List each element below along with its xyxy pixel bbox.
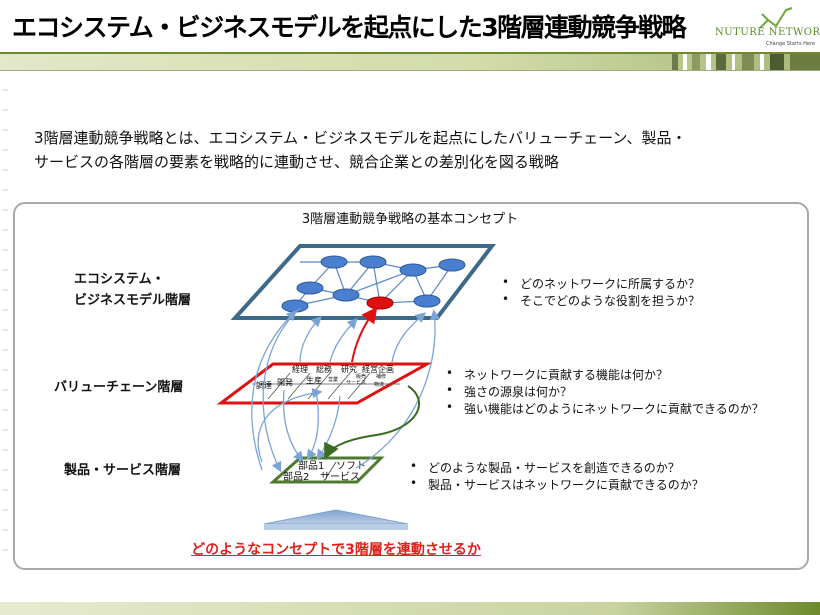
product-item-label: 部品1 (298, 459, 324, 472)
left-ruler-marks (2, 89, 8, 551)
question-item: ネットワークに貢献する機能は何か？ (444, 366, 764, 383)
vc-function-label: 経理 (292, 364, 308, 374)
product-item-label: サービス (320, 471, 360, 483)
concept-panel (13, 202, 809, 570)
product-item-label: 部品2 (283, 470, 309, 483)
value-chain-questions: ネットワークに貢献する機能は何か？ 強さの源泉は何か？ 強い機能はどのようにネッ… (444, 366, 764, 417)
bottom-caption: どのようなコンセプトで3階層を連動させるか (191, 542, 481, 558)
question-item: どのネットワークに所属するか？ (500, 275, 700, 292)
value-chain-to-product-arrow (324, 385, 420, 460)
intro-line-2: サービスの各階層の要素を戦略的に連動させ、競合企業との差別化を図る戦略 (34, 153, 559, 171)
vc-function-label: 物流 (374, 381, 384, 388)
network-nodes (281, 255, 466, 313)
network-node (332, 288, 360, 302)
network-node (359, 255, 387, 269)
ecosystem-layer-label-1: エコシステム・ (74, 272, 165, 287)
vc-function-label: 経営企画 (362, 364, 394, 374)
product-service-layer-label: 製品・サービス階層 (64, 463, 182, 478)
vc-function-label: 補修 (376, 373, 386, 380)
question-item: どのような製品・サービスを創造できるのか？ (408, 459, 704, 476)
upward-arrow (263, 509, 409, 525)
nuture-networks-logo (759, 7, 793, 29)
network-node (296, 281, 324, 295)
network-node (320, 255, 348, 269)
ecosystem-questions: どのネットワークに所属するか？ そこでどのような役割を担うか？ (500, 275, 700, 309)
question-item: 強さの源泉は何か？ (444, 383, 764, 400)
concept-title: 3階層連動競争戦略の基本コンセプト (301, 212, 519, 227)
product-item-label: ソフト (336, 461, 366, 472)
vc-function-label: サービス (346, 379, 366, 386)
interlayer-arrows-blue (251, 307, 441, 473)
logo-text: NUTURE NETWORKS (715, 27, 820, 38)
vc-function-label: 営業 (328, 376, 338, 383)
highlighted-node (366, 296, 394, 310)
vc-function-label: 生産 (306, 375, 322, 385)
product-service-questions: どのような製品・サービスを創造できるのか？ 製品・サービスはネットワークに貢献で… (408, 459, 704, 493)
vc-function-label: 販売 (356, 373, 366, 380)
intro-line-1: 3階層連動競争戦略とは、エコシステム・ビジネスモデルを起点にしたバリューチェーン… (34, 129, 687, 147)
ecosystem-layer-label-2: ビジネスモデル階層 (74, 293, 192, 308)
vc-function-label: 総務 (316, 364, 332, 374)
logo-tagline: Change Starts Here (766, 41, 815, 47)
product-service-plane (269, 456, 385, 484)
value-chain-layer-label: バリューチェーン階層 (54, 380, 184, 395)
network-node (281, 299, 309, 313)
header-band (0, 52, 820, 71)
footer-band (0, 602, 820, 615)
network-node (413, 294, 441, 308)
upward-arrow-base (264, 524, 408, 530)
value-chain-to-ecosystem-arrow (351, 306, 378, 363)
question-item: 製品・サービスはネットワークに貢献できるのか？ (408, 476, 704, 493)
question-item: そこでどのような役割を担うか？ (500, 292, 700, 309)
network-node (399, 263, 427, 277)
vc-function-label: 研究 (341, 364, 357, 374)
question-item: 強い機能はどのようにネットワークに貢献できるのか？ (444, 400, 764, 417)
network-node (438, 258, 466, 272)
intro-text: 3階層連動競争戦略とは、エコシステム・ビジネスモデルを起点にしたバリューチェーン… (34, 126, 794, 174)
ecosystem-plane (230, 244, 497, 320)
vc-function-label: 開発 (277, 378, 293, 387)
page-title: エコシステム・ビジネスモデルを起点にした3階層連動競争戦略 (12, 13, 687, 42)
